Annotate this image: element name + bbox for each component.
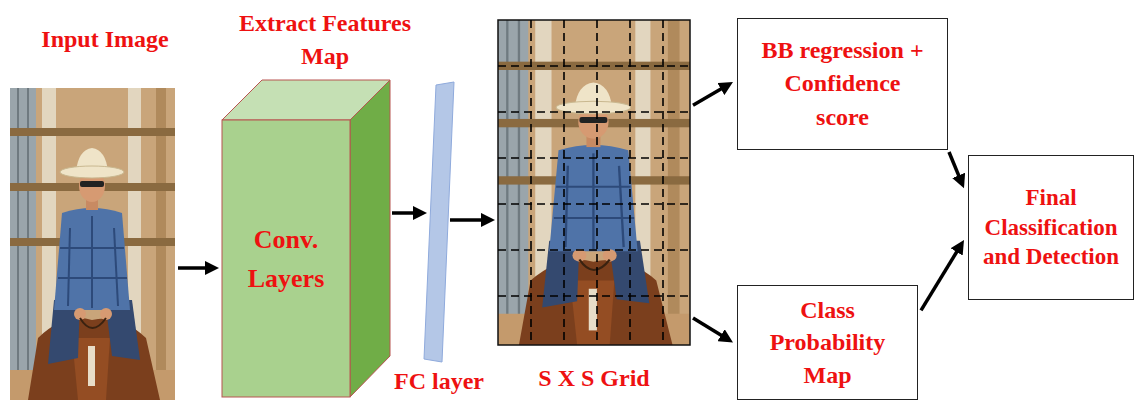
process-box: Class Probability Map <box>737 285 918 400</box>
box-label: Class Probability Map <box>758 294 898 391</box>
grid-line <box>498 203 690 205</box>
block-label: Conv. Layers <box>222 120 350 398</box>
conv-block: Extract Features MapConv. Layers <box>222 80 390 398</box>
flow-arrow <box>392 211 417 215</box>
flow-arrow <box>949 152 960 179</box>
result-box: Final Classification and Detection <box>968 155 1134 300</box>
flow-arrow <box>693 87 724 105</box>
grid-frame <box>498 20 690 345</box>
grid-line <box>498 111 690 113</box>
grid-line <box>498 157 690 159</box>
block-heading: Extract Features Map <box>225 7 425 74</box>
box-label: Final Classification and Detection <box>975 183 1127 273</box>
fc-layer: FC layer <box>424 82 454 362</box>
image-heading: Input Image <box>0 24 210 55</box>
flow-arrow <box>178 266 209 270</box>
cube-side <box>350 80 390 397</box>
grid-label: S X S Grid <box>494 365 694 393</box>
layer-outline <box>424 82 454 362</box>
fc-slab <box>424 82 454 362</box>
flow-arrow <box>921 249 959 311</box>
grid-photo <box>498 20 690 345</box>
layer-label: FC layer <box>378 368 500 396</box>
input-image: Input Image <box>10 88 175 400</box>
input-photo <box>10 88 175 400</box>
grid-line <box>498 295 690 297</box>
grid-line <box>498 249 690 251</box>
flow-arrow <box>450 218 485 222</box>
cube-front <box>222 120 350 397</box>
grid-lines <box>498 20 690 345</box>
flow-arrow <box>693 318 724 337</box>
grid-line <box>662 20 664 345</box>
grid-image: S X S Grid <box>498 20 690 345</box>
box-label: BB regression + Confidence score <box>758 34 928 135</box>
process-box: BB regression + Confidence score <box>737 18 948 150</box>
grid-line <box>498 65 690 67</box>
